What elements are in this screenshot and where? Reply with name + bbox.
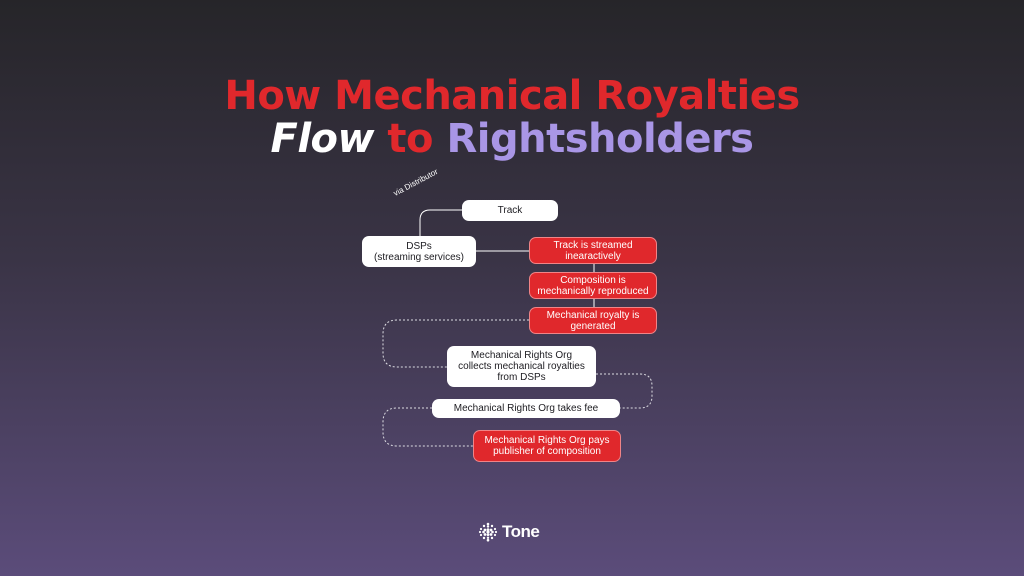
connector-fee-pays bbox=[382, 407, 473, 447]
node-mro-fee-label: Mechanical Rights Org takes fee bbox=[453, 403, 599, 414]
node-mro-collects-label: Mechanical Rights Org collects mechanica… bbox=[458, 350, 585, 383]
tone-logo: Tone bbox=[478, 520, 540, 544]
node-composition-reproduced-label: Composition is mechanically reproduced bbox=[537, 274, 649, 297]
node-track-streamed: Track is streamed inearactively bbox=[529, 237, 657, 264]
node-dsps-label: DSPs (streaming services) bbox=[373, 240, 465, 263]
connector-collects-fee bbox=[596, 373, 653, 409]
node-mro-pays-label: Mechanical Rights Org pays publisher of … bbox=[484, 435, 610, 457]
node-royalty-generated: Mechanical royalty is generated bbox=[529, 307, 657, 334]
title-word-to: to bbox=[387, 116, 434, 162]
title-line-1: How Mechanical Royalties bbox=[224, 73, 800, 119]
connector-generated-collects bbox=[382, 319, 529, 368]
node-track-label: Track bbox=[497, 205, 523, 216]
title-word-rightsholders: Rightsholders bbox=[446, 116, 754, 162]
node-track-streamed-label: Track is streamed inearactively bbox=[553, 239, 633, 262]
node-composition-reproduced: Composition is mechanically reproduced bbox=[529, 272, 657, 299]
title-line-2: Flow to Rightsholders bbox=[0, 117, 1024, 161]
title-word-flow: Flow bbox=[270, 116, 375, 162]
node-track: Track bbox=[462, 200, 558, 221]
tone-dot-grid-icon bbox=[478, 522, 498, 542]
node-mro-collects: Mechanical Rights Org collects mechanica… bbox=[447, 346, 596, 387]
node-mro-fee: Mechanical Rights Org takes fee bbox=[432, 399, 620, 418]
node-royalty-generated-label: Mechanical royalty is generated bbox=[546, 309, 640, 332]
connector-dsps-track bbox=[419, 209, 462, 236]
node-dsps: DSPs (streaming services) bbox=[362, 236, 476, 267]
tone-wordmark: Tone bbox=[502, 522, 540, 541]
node-mro-pays: Mechanical Rights Org pays publisher of … bbox=[473, 430, 621, 462]
